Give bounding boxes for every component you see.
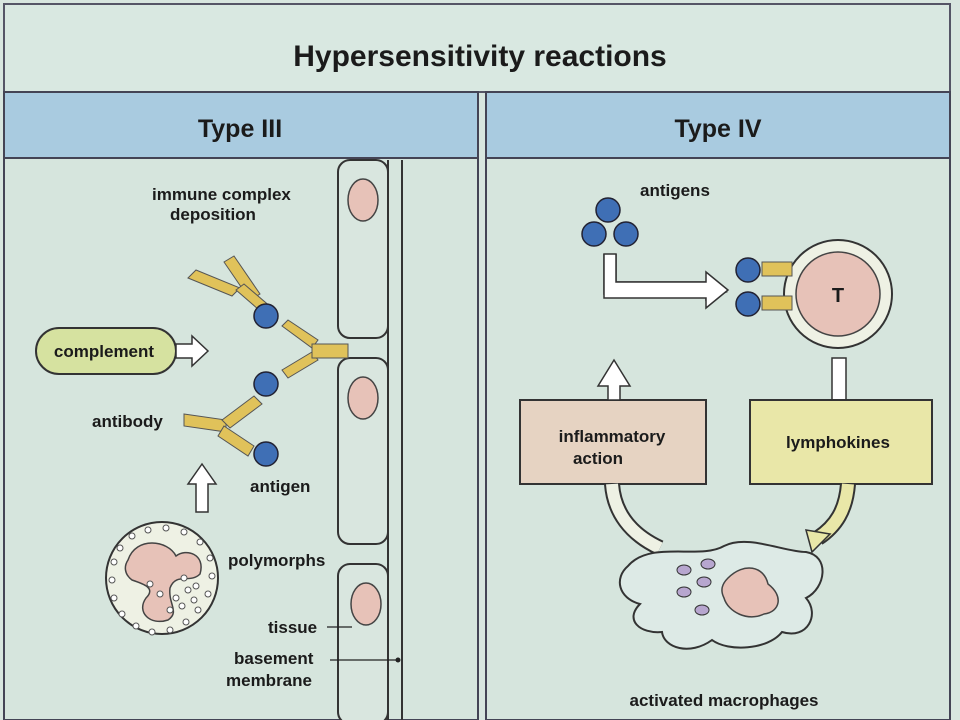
t-cell-label: T (832, 285, 844, 307)
title-frame (3, 3, 951, 93)
inflammatory-label: inflammatory (559, 427, 666, 446)
cell-nucleus (350, 582, 382, 626)
immune-complex-label-2: deposition (170, 205, 256, 224)
type-iii-header-band (3, 91, 479, 159)
membrane-label: membrane (226, 671, 312, 690)
type-iii-header: Type III (198, 115, 282, 143)
antibody-label: antibody (92, 412, 163, 431)
cell-nucleus (347, 376, 379, 420)
page-title: Hypersensitivity reactions (293, 40, 667, 73)
antigen-dot (253, 441, 279, 467)
activated-macrophages-label: activated macrophages (630, 691, 819, 710)
type-iv-header-band (485, 91, 951, 159)
antigen-cluster (581, 197, 639, 247)
tissue-column (337, 159, 403, 720)
immune-complex-label: immune complex (152, 185, 291, 204)
antigens-label: antigens (640, 181, 710, 200)
inflammatory-up-arrow (596, 358, 632, 401)
t-cell-stem (831, 357, 847, 401)
tissue-label: tissue (268, 618, 317, 637)
antigen-label: antigen (250, 477, 310, 496)
polymorph-arrow (186, 462, 218, 513)
complement-arrow (175, 334, 210, 368)
lymphokines-box (749, 399, 933, 485)
immune-complex (183, 255, 349, 467)
curved-arrow-right-head (804, 529, 832, 554)
action-label: action (573, 449, 623, 468)
antigen-dot (253, 303, 279, 329)
polymorph-cell (105, 521, 219, 636)
lymphokines-label: lymphokines (786, 433, 890, 452)
antigen-arrow-shape (603, 253, 730, 310)
curved-arrow-left (606, 483, 663, 554)
complement-label: complement (54, 342, 154, 361)
activated-macrophage (618, 541, 824, 650)
cell-nucleus (347, 178, 379, 222)
basement-label: basement (234, 649, 314, 668)
polymorphs-label: polymorphs (228, 551, 325, 570)
t-cell (735, 239, 893, 349)
type-iv-header: Type IV (674, 115, 761, 143)
antigen-dot (253, 371, 279, 397)
